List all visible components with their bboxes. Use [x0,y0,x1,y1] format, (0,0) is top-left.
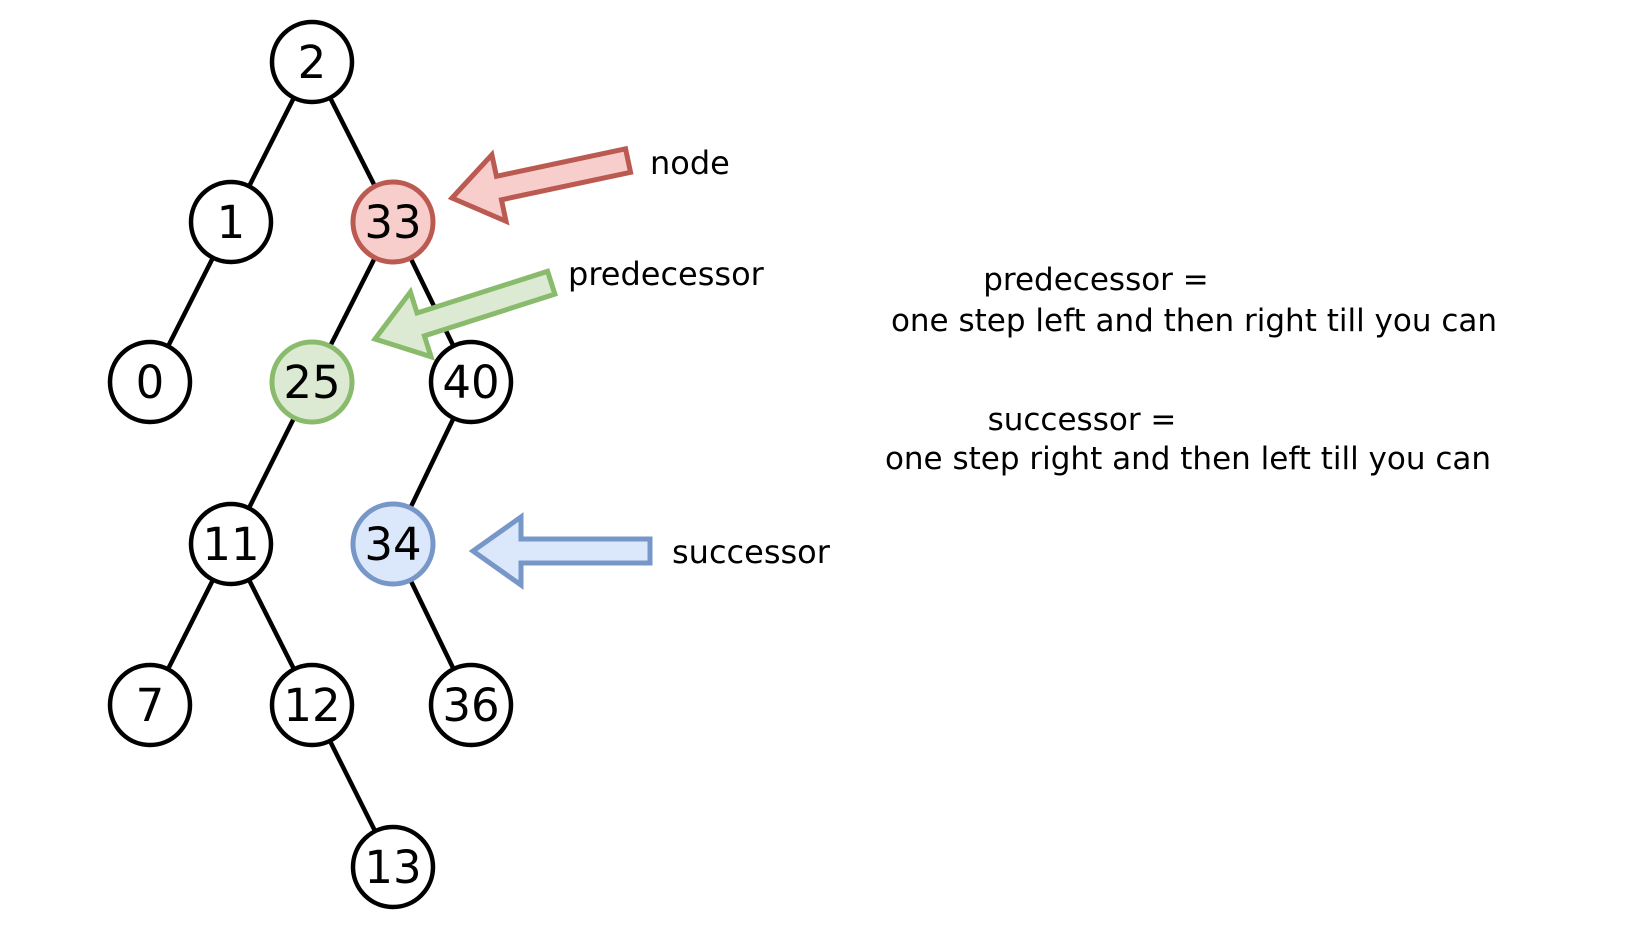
tree-node-circle-33 [350,179,436,265]
tree-node-circles [107,19,514,910]
left-block-arrow-icon [468,512,653,590]
left-block-arrow-icon [447,145,634,226]
node-label: node [650,144,730,182]
tree-node-circle-25 [269,339,355,425]
tree-node-circle-1 [188,179,274,265]
tree-node-circle-34 [350,501,436,587]
tree-node-value-25: 25 [283,356,340,409]
left-block-arrow-icon [370,268,559,361]
tree-node-value-2: 2 [298,36,327,89]
tree-node-value-36: 36 [442,679,499,732]
tree-node-circle-12 [269,662,355,748]
successor-note-title: successor = [987,402,1177,438]
tree-node-value-0: 0 [136,356,165,409]
tree-node-circle-2 [269,19,355,105]
tree-node-circle-0 [107,339,193,425]
successor-note-body: one step right and then left till you ca… [884,441,1492,477]
tree-node-circle-11 [188,501,274,587]
predecessor-note-title: predecessor = [983,262,1209,298]
tree-node-circle-40 [428,339,514,425]
predecessor-pointer-arrow [370,268,559,361]
tree-node-value-34: 34 [364,518,421,571]
tree-node-circle-13 [350,824,436,910]
tree-node-value-7: 7 [136,679,165,732]
predecessor-note-body: one step left and then right till you ca… [890,303,1498,339]
tree-node-values: 2 1 33 0 25 40 11 34 7 12 36 13 [136,36,500,894]
tree-node-value-40: 40 [442,356,499,409]
tree-node-value-11: 11 [202,518,259,571]
tree-node-value-12: 12 [283,679,340,732]
node-pointer-arrow [447,145,634,226]
predecessor-label: predecessor [568,255,764,293]
tree-node-value-33: 33 [364,196,421,249]
successor-pointer-arrow [468,512,653,590]
tree-node-value-1: 1 [217,196,246,249]
tree-node-value-13: 13 [364,841,421,894]
tree-node-circle-36 [428,662,514,748]
tree-node-circle-7 [107,662,193,748]
successor-label: successor [672,533,830,571]
